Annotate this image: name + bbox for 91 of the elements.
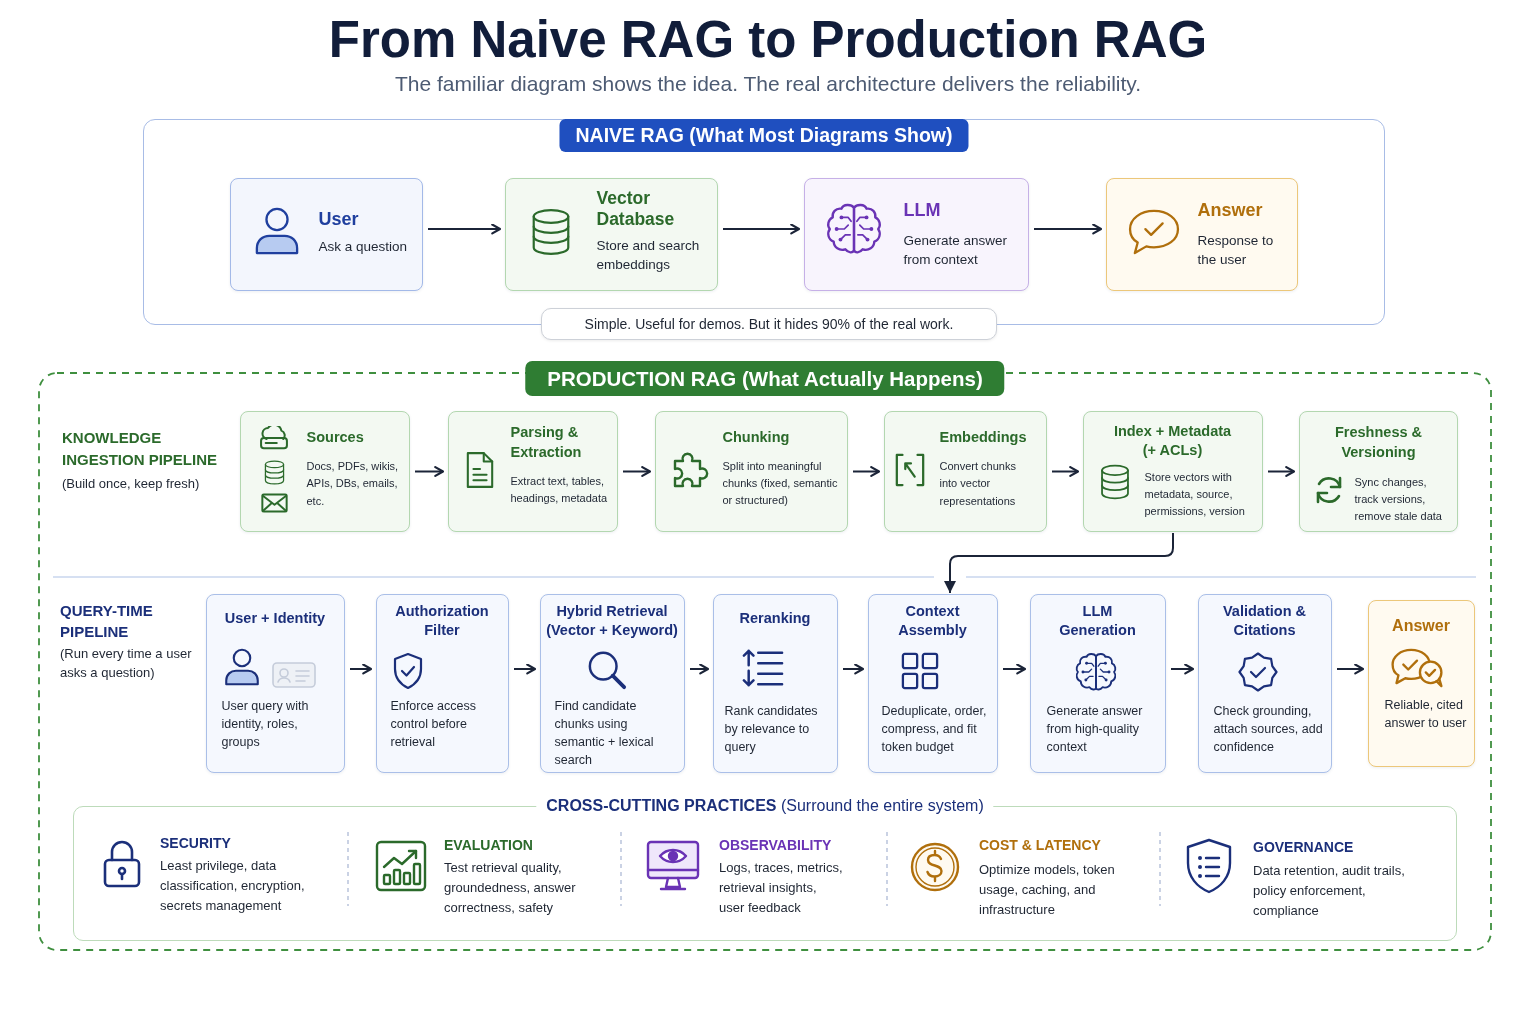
practice-description: Data retention, audit trails, policy enforcement, compliance	[1253, 862, 1406, 920]
step-card	[505, 178, 718, 291]
arrow	[852, 466, 881, 477]
card-title: LLM Generation	[1058, 601, 1137, 640]
subtitle: The familiar diagram shows the idea. The real architecture delivers the reliability.	[394, 71, 1142, 97]
arrow	[427, 223, 502, 235]
pipeline-heading: QUERY-TIME PIPELINE	[60, 601, 154, 642]
card-description: Rank candidates by relevance to query	[724, 702, 819, 756]
card-description: Sync changes, track versions, remove stale data	[1354, 474, 1443, 524]
step-card	[1030, 594, 1166, 773]
pipeline-note: (Build once, keep fresh)	[62, 475, 200, 493]
step-card	[1198, 594, 1332, 773]
card-description: Split into meaningful chunks (fixed, semantic or structured)	[722, 458, 839, 508]
arrow	[689, 663, 710, 675]
card-description: Reliable, cited answer to user	[1384, 696, 1468, 732]
practice-description: Test retrieval quality, groundedness, answer correctness, safety	[444, 859, 577, 917]
card-title: User + Identity	[224, 608, 326, 627]
step-card	[804, 178, 1029, 291]
arrow	[1170, 663, 1195, 675]
card-description: Response to the user	[1197, 231, 1275, 269]
step-card	[230, 178, 423, 291]
step-card	[884, 411, 1047, 532]
card-title: Embeddings	[939, 427, 1027, 446]
step-card	[713, 594, 838, 773]
practice-heading: OBSERVABILITY	[719, 836, 832, 854]
step-card	[540, 594, 685, 773]
card-description: User query with identity, roles, groups	[221, 697, 310, 751]
practice-description: Logs, traces, metrics, retrieval insights, user feedback	[719, 859, 844, 917]
card-description: Enforce access control before retrieval	[390, 697, 477, 751]
card-description: Check grounding, attach sources, add confidence	[1213, 702, 1324, 756]
practice-heading: EVALUATION	[444, 836, 533, 854]
arrow	[944, 532, 1174, 594]
card-title: Context Assembly	[897, 601, 968, 640]
practice-description: Least privilege, data classification, encryption, secrets management	[160, 857, 306, 915]
card-title: Validation & Citations	[1222, 601, 1307, 640]
step-card	[448, 411, 618, 532]
answer-card	[1368, 600, 1475, 767]
practice-heading: GOVERNANCE	[1253, 838, 1354, 856]
arrow	[722, 223, 801, 235]
card-title: Authorization Filter	[394, 601, 490, 640]
card-title: Vector Database	[596, 187, 676, 230]
arrow	[1002, 663, 1027, 675]
card-title: Freshness & Versioning	[1333, 422, 1423, 462]
step-card	[240, 411, 410, 532]
card-description: Convert chunks into vector representations	[939, 458, 1017, 509]
page-title: From Naive RAG to Production RAG	[328, 10, 1208, 70]
card-description: Generate answer from high-quality context	[1046, 702, 1144, 756]
card-title: Answer	[1392, 615, 1450, 636]
card-title: Answer	[1197, 198, 1263, 221]
card-title: Sources	[306, 427, 364, 446]
step-card	[1299, 411, 1458, 532]
arrow	[1051, 466, 1080, 477]
arrow	[513, 663, 537, 675]
card-title: Parsing & Extraction	[510, 422, 583, 462]
card-description: Generate answer from context	[903, 231, 1009, 269]
arrow	[842, 663, 865, 675]
step-card	[206, 594, 345, 773]
section-title-badge: NAIVE RAG (What Most Diagrams Show)	[559, 118, 969, 152]
note-text: Simple. Useful for demos. But it hides 90% of the real work.	[584, 315, 954, 333]
arrow	[1033, 223, 1103, 235]
note-box	[541, 308, 997, 340]
arrow	[1267, 466, 1296, 477]
step-card	[868, 594, 998, 773]
section-title-badge: PRODUCTION RAG (What Actually Happens)	[525, 361, 1005, 396]
card-description: Docs, PDFs, wikis, APIs, DBs, emails, etc.	[306, 458, 400, 509]
card-description: Extract text, tables, headings, metadata	[510, 473, 609, 506]
card-description: Store vectors with metadata, source, permissions, version	[1144, 469, 1246, 519]
arrow	[349, 663, 373, 675]
card-title: User	[318, 207, 359, 230]
card-title: Index + Metadata (+ ACLs)	[1112, 421, 1233, 460]
card-description: Store and search embeddings	[596, 236, 701, 274]
card-description: Ask a question	[318, 237, 408, 256]
arrow	[1336, 663, 1365, 675]
practice-heading: COST & LATENCY	[979, 836, 1101, 854]
pipeline-note: (Run every time a user asks a question)	[60, 645, 193, 682]
card-description: Find candidate chunks using semantic + lexical search	[554, 697, 655, 769]
card-title: Hybrid Retrieval (Vector + Keyword)	[545, 601, 679, 640]
pipeline-heading: KNOWLEDGE INGESTION PIPELINE	[62, 428, 219, 470]
card-title: LLM	[903, 198, 941, 221]
card-title: Chunking	[722, 427, 790, 446]
practice-heading: SECURITY	[160, 834, 231, 852]
card-description: Deduplicate, order, compress, and fit token budget	[881, 702, 988, 756]
dashed-section-frame	[38, 361, 1492, 951]
answer-card	[1106, 178, 1298, 291]
card-title: Reranking	[739, 608, 811, 627]
step-card	[1083, 411, 1263, 532]
arrow	[414, 466, 445, 477]
step-card	[655, 411, 848, 532]
step-card	[376, 594, 509, 773]
arrow	[622, 466, 652, 477]
practice-description: Optimize models, token usage, caching, and infrastructure	[979, 861, 1116, 919]
